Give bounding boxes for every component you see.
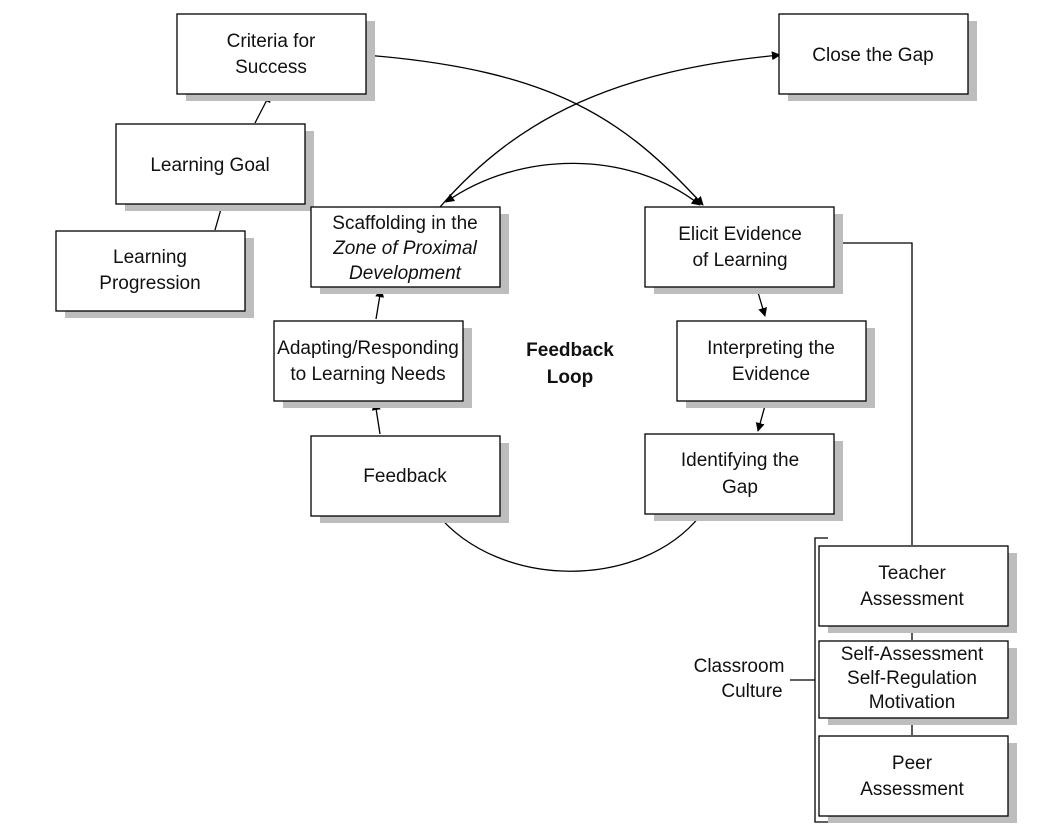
self-assessment-label-line1: Self-Assessment xyxy=(841,644,984,665)
feedback-box: Feedback xyxy=(310,435,509,523)
close-gap-label: Close the Gap xyxy=(812,45,933,66)
scaffolding-box: Scaffolding in the Zone of Proximal Deve… xyxy=(310,206,509,294)
feedback-label: Feedback xyxy=(363,466,447,487)
identifying-label-line1: Identifying the xyxy=(681,450,799,471)
interpreting-label-line2: Evidence xyxy=(732,364,810,385)
teacher-assessment-label-line2: Assessment xyxy=(860,589,964,610)
adapting-box: Adapting/Responding to Learning Needs xyxy=(273,320,472,408)
peer-assessment-box: Peer Assessment xyxy=(818,735,1017,823)
bracket-classroom-culture xyxy=(790,537,828,823)
teacher-assessment-label-line1: Teacher xyxy=(878,563,946,584)
close-gap-box: Close the Gap xyxy=(778,13,977,101)
criteria-label-line1: Criteria for xyxy=(227,31,316,52)
learning-progression-label-line2: Progression xyxy=(99,273,200,294)
elicit-box: Elicit Evidence of Learning xyxy=(644,206,843,294)
classroom-culture-label-line2: Culture xyxy=(721,681,782,702)
feedback-loop-label-line1: Feedback xyxy=(526,340,614,361)
identifying-box: Identifying the Gap xyxy=(644,433,843,521)
classroom-culture-label-line1: Classroom xyxy=(694,656,785,677)
feedback-loop-label-line2: Loop xyxy=(547,367,593,388)
scaffolding-label-line1: Scaffolding in the xyxy=(332,213,477,234)
peer-assessment-label-line2: Assessment xyxy=(860,779,964,800)
adapting-label-line2: to Learning Needs xyxy=(290,364,445,385)
classroom-culture-label: Classroom Culture xyxy=(694,656,785,702)
arc-scaffolding-elicit xyxy=(445,162,701,206)
arrow-scaffolding-to-close-gap xyxy=(439,51,781,208)
scaffolding-label-line3: Development xyxy=(349,263,462,284)
self-assessment-label-line2: Self-Regulation xyxy=(847,668,977,689)
self-assessment-box: Self-Assessment Self-Regulation Motivati… xyxy=(818,640,1017,725)
elicit-label-line1: Elicit Evidence xyxy=(678,224,802,245)
criteria-box: Criteria for Success xyxy=(176,13,375,101)
learning-progression-label-line1: Learning xyxy=(113,247,187,268)
scaffolding-label-line2: Zone of Proximal xyxy=(332,238,477,259)
interpreting-box: Interpreting the Evidence xyxy=(676,320,875,408)
identifying-label-line2: Gap xyxy=(722,477,758,498)
adapting-label-line1: Adapting/Responding xyxy=(277,338,459,359)
arc-identifying-to-feedback xyxy=(436,513,701,572)
self-assessment-label-line3: Motivation xyxy=(869,692,956,713)
learning-goal-label: Learning Goal xyxy=(150,155,269,176)
interpreting-label-line1: Interpreting the xyxy=(707,338,835,359)
teacher-assessment-box: Teacher Assessment xyxy=(818,545,1017,633)
criteria-label-line2: Success xyxy=(235,57,307,78)
learning-goal-box: Learning Goal xyxy=(115,123,314,211)
feedback-loop-label: Feedback Loop xyxy=(526,340,614,388)
elicit-label-line2: of Learning xyxy=(692,250,787,271)
learning-progression-box: Learning Progression xyxy=(55,230,254,318)
peer-assessment-label-line1: Peer xyxy=(892,753,933,774)
